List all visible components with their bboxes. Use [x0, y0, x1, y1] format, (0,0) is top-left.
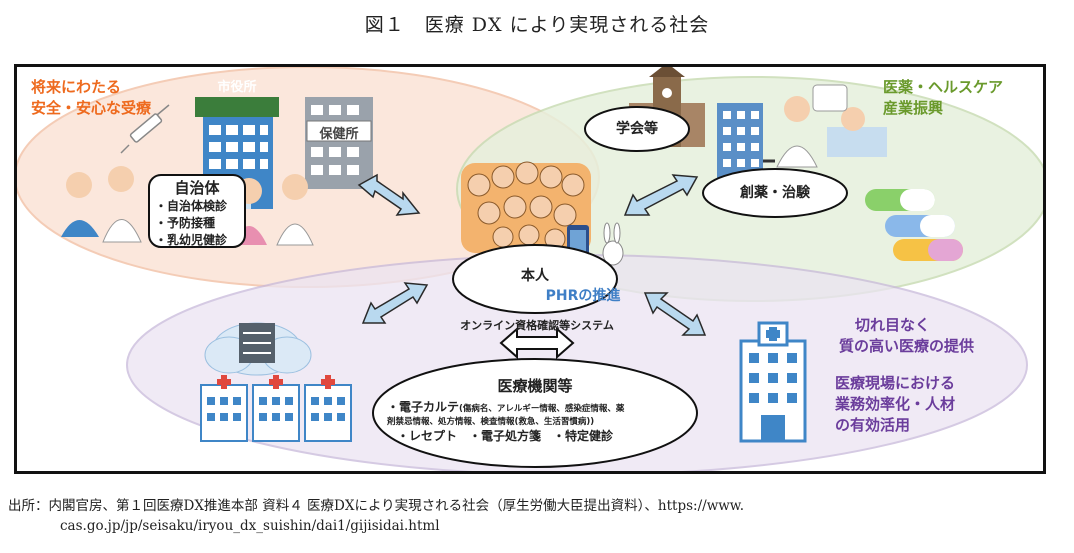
person-label: 本人 — [521, 268, 549, 284]
cloud-server-icon — [204, 322, 312, 376]
doctor-bedside-illustration — [776, 84, 887, 168]
arrow-left-to-center — [357, 173, 421, 216]
arrow-right-to-center — [623, 174, 699, 216]
city-hall-sign: 市役所 — [217, 80, 257, 95]
arrow-bottomleft-to-center — [361, 282, 429, 324]
purple-heading2-line2: 業務効率化・人材 — [835, 395, 956, 413]
purple-zone-heading-1: 切れ目なく 質の高い医療の提供 — [839, 315, 974, 357]
orange-heading-line2: 安全・安心な受療 — [31, 99, 152, 117]
municipality-item: ・自治体検診 — [155, 199, 228, 213]
health-center-sign: 保健所 — [319, 127, 359, 142]
academic-society-ellipse — [584, 106, 690, 152]
capsules-icon — [865, 189, 963, 261]
diagram-frame: 将来にわたる 安全・安心な受療 市役所 保健所 自治体 ・自治体検診 ・予防接種… — [14, 64, 1046, 474]
rabbit-mascot-icon — [602, 222, 624, 266]
municipality-item: ・予防接種 — [155, 216, 216, 230]
purple-zone-heading-2: 医療現場における 業務効率化・人材 の有効活用 — [835, 373, 955, 436]
figure-title: 図１ 医療 DX により実現される社会 — [364, 14, 710, 36]
doctor-patient-illustration — [61, 166, 142, 243]
medical-institution-line3: ・レセプト ・電子処方箋 ・特定健診 — [397, 429, 614, 443]
green-heading-line2: 産業振興 — [883, 99, 944, 117]
municipality-title: 自治体 — [174, 179, 220, 197]
purple-heading1-line1: 切れ目なく — [855, 316, 931, 334]
green-zone-heading: 医薬・ヘルスケア 産業振興 — [883, 77, 1003, 119]
medical-institution-line1: ・電子カルテ(傷病名、アレルギー情報、感染症情報、薬 — [379, 396, 691, 415]
phr-label: PHRの推進 — [545, 288, 621, 304]
municipality-box — [148, 174, 246, 248]
academic-society-label: 学会等 — [616, 121, 658, 137]
small-hospitals-icon — [200, 375, 352, 442]
medical-institution-title: 医療機関等 — [497, 377, 573, 395]
crowd-illustration — [461, 161, 591, 253]
ehr-detail: (傷病名、アレルギー情報、感染症情報、薬 — [459, 404, 625, 414]
syringe-icon — [120, 104, 170, 154]
municipality-item: ・乳幼児健診 — [155, 233, 228, 247]
green-heading-line1: 医薬・ヘルスケア — [883, 78, 1004, 96]
arrow-bottomright-to-center — [643, 292, 707, 336]
drug-trial-label: 創薬・治験 — [740, 185, 810, 201]
medical-institution-text: 医療機関等 ・電子カルテ(傷病名、アレルギー情報、感染症情報、薬 剤禁忌情報、処… — [379, 375, 691, 444]
source-line-2: cas.go.jp/jp/seisaku/iryou_dx_suishin/da… — [60, 518, 440, 534]
medical-institution-ellipse — [372, 358, 698, 468]
purple-heading1-line2: 質の高い医療の提供 — [839, 337, 975, 355]
hospital-building-icon — [739, 321, 807, 443]
purple-heading2-line3: の有効活用 — [835, 416, 911, 434]
municipality-box-text: 自治体 ・自治体検診 ・予防接種 ・乳幼児健診 — [149, 177, 245, 249]
purple-heading2-line1: 医療現場における — [835, 374, 956, 392]
ehr-label: ・電子カルテ — [387, 400, 460, 414]
white-double-arrow — [499, 326, 575, 360]
person-ellipse — [452, 244, 618, 314]
orange-heading-line1: 将来にわたる — [31, 78, 122, 96]
health-center-building-icon — [305, 97, 373, 189]
diagram-canvas — [17, 67, 1043, 471]
medical-institution-line2: 剤禁忌情報、処方情報、検査情報(救急、生活習慣病)) — [387, 417, 595, 427]
orange-zone-heading: 将来にわたる 安全・安心な受療 — [31, 77, 151, 119]
online-qualification-system-label: オンライン資格確認等システム — [460, 319, 614, 332]
drug-trial-ellipse — [702, 168, 848, 218]
source-line-1: 出所：内閣官房、第１回医療DX推進本部 資料４ 医療DXにより実現される社会（厚… — [8, 498, 745, 514]
